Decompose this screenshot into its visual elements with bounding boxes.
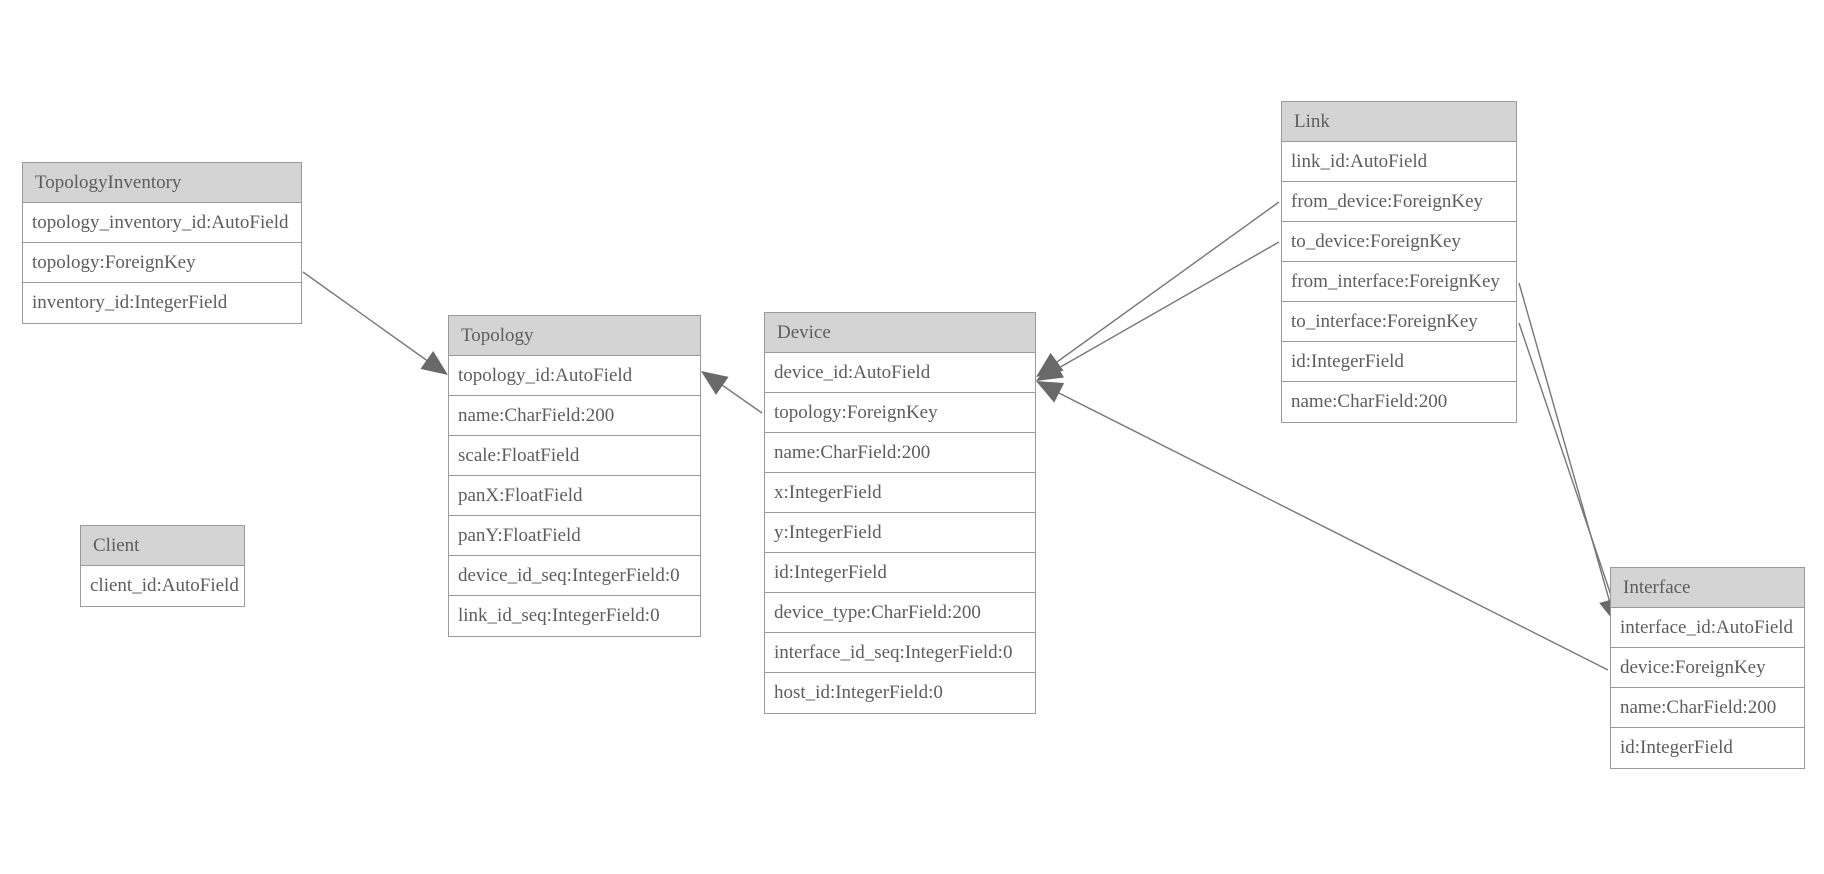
entity-field-row[interactable]: client_id:AutoField: [81, 566, 244, 606]
entity-field-row[interactable]: link_id_seq:IntegerField:0: [449, 596, 700, 636]
entity-title-topology_inventory: TopologyInventory: [23, 163, 301, 203]
entity-field-row[interactable]: inventory_id:IntegerField: [23, 283, 301, 323]
entity-field-row[interactable]: from_interface:ForeignKey: [1282, 262, 1516, 302]
relationship-line: [302, 271, 444, 373]
relationship-line: [1042, 241, 1280, 378]
entity-field-row[interactable]: topology_id:AutoField: [449, 356, 700, 396]
entity-title-client: Client: [81, 526, 244, 566]
entity-title-interface: Interface: [1611, 568, 1804, 608]
entity-field-row[interactable]: device_type:CharField:200: [765, 593, 1035, 633]
entity-field-row[interactable]: id:IntegerField: [1282, 342, 1516, 382]
rel-topologyinventory-topology: [302, 271, 448, 375]
entity-field-row[interactable]: topology:ForeignKey: [23, 243, 301, 283]
entity-field-row[interactable]: name:CharField:200: [1282, 382, 1516, 422]
entity-field-row[interactable]: link_id:AutoField: [1282, 142, 1516, 182]
relationship-line: [711, 377, 763, 414]
entity-field-row[interactable]: y:IntegerField: [765, 513, 1035, 553]
entity-title-topology: Topology: [449, 316, 700, 356]
entity-field-row[interactable]: panY:FloatField: [449, 516, 700, 556]
entity-field-row[interactable]: interface_id_seq:IntegerField:0: [765, 633, 1035, 673]
entity-field-row[interactable]: panX:FloatField: [449, 476, 700, 516]
entity-field-row[interactable]: scale:FloatField: [449, 436, 700, 476]
relationship-line: [1518, 282, 1613, 611]
rel-link-from_device-device: [1036, 201, 1280, 377]
rel-link-to_device-device: [1036, 241, 1280, 381]
entity-field-row[interactable]: device_id_seq:IntegerField:0: [449, 556, 700, 596]
entity-field-row[interactable]: from_device:ForeignKey: [1282, 182, 1516, 222]
entity-field-row[interactable]: name:CharField:200: [449, 396, 700, 436]
entity-field-row[interactable]: topology_inventory_id:AutoField: [23, 203, 301, 243]
entity-field-row[interactable]: device:ForeignKey: [1611, 648, 1804, 688]
entity-field-row[interactable]: x:IntegerField: [765, 473, 1035, 513]
relationship-line: [1518, 322, 1618, 614]
rel-device-topology: [701, 371, 763, 414]
entity-field-row[interactable]: topology:ForeignKey: [765, 393, 1035, 433]
relationship-line: [1042, 201, 1280, 373]
relationship-line: [1042, 384, 1609, 671]
entity-field-row[interactable]: interface_id:AutoField: [1611, 608, 1804, 648]
entity-field-row[interactable]: to_interface:ForeignKey: [1282, 302, 1516, 342]
entity-title-link: Link: [1282, 102, 1516, 142]
entity-title-device: Device: [765, 313, 1035, 353]
entity-field-row[interactable]: to_device:ForeignKey: [1282, 222, 1516, 262]
entity-field-row[interactable]: device_id:AutoField: [765, 353, 1035, 393]
entity-field-row[interactable]: id:IntegerField: [1611, 728, 1804, 768]
entity-field-row[interactable]: host_id:IntegerField:0: [765, 673, 1035, 713]
entity-field-row[interactable]: name:CharField:200: [765, 433, 1035, 473]
entity-field-row[interactable]: id:IntegerField: [765, 553, 1035, 593]
entity-field-row[interactable]: name:CharField:200: [1611, 688, 1804, 728]
